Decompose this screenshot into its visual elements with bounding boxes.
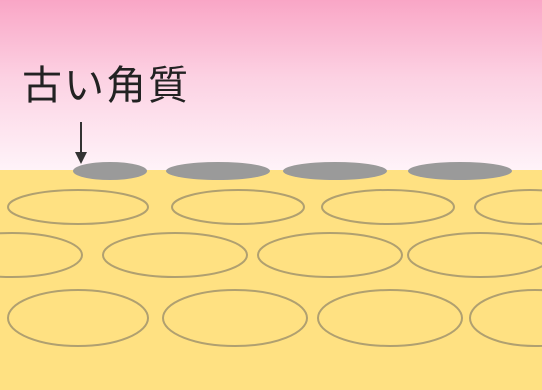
skin-layer	[0, 170, 542, 390]
skin-cell	[474, 189, 542, 225]
old-cell	[73, 162, 147, 180]
cell-row-3	[7, 289, 542, 347]
skin-cell	[162, 289, 308, 347]
old-cell	[166, 162, 270, 180]
skin-cell	[317, 289, 463, 347]
skin-cell	[469, 289, 542, 347]
cell-row-2	[0, 232, 542, 278]
skin-cell	[171, 189, 305, 225]
pointer-arrow	[75, 122, 87, 164]
skin-cell	[0, 232, 83, 278]
cell-row-1	[7, 189, 542, 225]
skin-cell	[102, 232, 248, 278]
surface-background	[0, 0, 542, 175]
skin-cell	[7, 289, 149, 347]
old-cell	[283, 162, 387, 180]
skin-cell	[321, 189, 455, 225]
old-cell	[408, 162, 512, 180]
skin-cell	[257, 232, 403, 278]
skin-cell	[407, 232, 542, 278]
skin-cell	[7, 189, 149, 225]
old-keratin-label: 古い角質	[22, 63, 190, 109]
old-keratin-cells	[73, 162, 512, 180]
